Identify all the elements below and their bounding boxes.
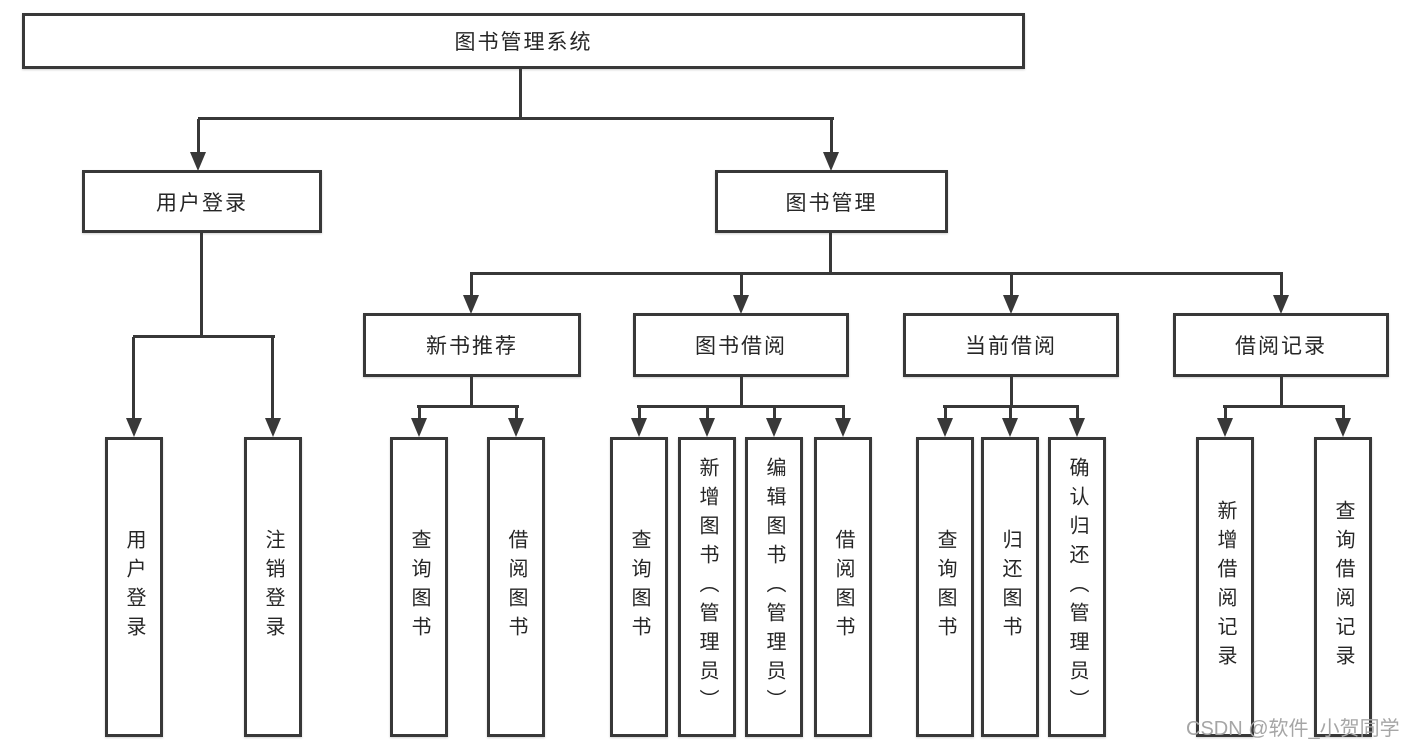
leaf-edit-books-admin: 编辑图书（管理员） bbox=[745, 437, 803, 737]
arrow-down-icon bbox=[411, 418, 427, 437]
arrow-down-icon bbox=[766, 418, 782, 437]
arrow-down-icon bbox=[1273, 295, 1289, 314]
connector-line bbox=[706, 407, 709, 419]
connector-line bbox=[1280, 274, 1283, 295]
node-label: 图书管理 bbox=[785, 191, 878, 215]
leaf-label: 归还图书 bbox=[999, 529, 1021, 645]
leaf-label: 编辑图书（管理员） bbox=[763, 456, 785, 718]
connector-line bbox=[515, 407, 518, 419]
leaf-search-books-recommend: 查询图书 bbox=[390, 437, 448, 737]
node-new-book-recommendation: 新书推荐 bbox=[363, 313, 581, 377]
arrow-down-icon bbox=[1002, 418, 1018, 437]
connector-line bbox=[1076, 407, 1079, 419]
arrow-down-icon bbox=[733, 295, 749, 314]
connector-line bbox=[470, 377, 473, 405]
connector-line bbox=[417, 405, 519, 408]
node-label: 新书推荐 bbox=[426, 335, 518, 358]
connector-line bbox=[1342, 407, 1345, 419]
leaf-confirm-return-admin: 确认归还（管理员） bbox=[1048, 437, 1106, 737]
leaf-borrow-books-recommend: 借阅图书 bbox=[487, 437, 545, 737]
connector-line bbox=[1224, 407, 1227, 419]
arrow-down-icon bbox=[937, 418, 953, 437]
node-borrowing-records: 借阅记录 bbox=[1173, 313, 1389, 377]
arrow-down-icon bbox=[463, 295, 479, 314]
arrow-down-icon bbox=[835, 418, 851, 437]
leaf-logout: 注销登录 bbox=[244, 437, 302, 737]
leaf-search-books-current: 查询图书 bbox=[916, 437, 974, 737]
connector-line bbox=[470, 274, 473, 295]
leaf-label: 确认归还（管理员） bbox=[1066, 456, 1088, 718]
leaf-search-books-borrowing: 查询图书 bbox=[610, 437, 668, 737]
leaf-label: 查询图书 bbox=[934, 529, 956, 645]
leaf-label: 查询图书 bbox=[628, 529, 650, 645]
leaf-label: 注销登录 bbox=[262, 529, 284, 645]
connector-line bbox=[470, 272, 1283, 275]
arrow-down-icon bbox=[265, 418, 281, 437]
connector-line bbox=[740, 377, 743, 405]
connector-line bbox=[197, 119, 200, 152]
arrow-down-icon bbox=[190, 152, 206, 171]
leaf-label: 用户登录 bbox=[123, 529, 145, 645]
node-label: 用户登录 bbox=[156, 191, 248, 215]
connector-line bbox=[829, 233, 832, 272]
connector-line bbox=[637, 405, 845, 408]
leaf-label: 借阅图书 bbox=[505, 529, 527, 645]
leaf-add-borrow-record: 新增借阅记录 bbox=[1196, 437, 1254, 737]
node-label: 图书管理系统 bbox=[454, 31, 593, 54]
arrow-down-icon bbox=[126, 418, 142, 437]
connector-line bbox=[773, 407, 776, 419]
arrow-down-icon bbox=[823, 152, 839, 171]
leaf-user-login: 用户登录 bbox=[105, 437, 163, 737]
connector-line bbox=[418, 407, 421, 419]
connector-line bbox=[842, 407, 845, 419]
node-book-borrowing: 图书借阅 bbox=[633, 313, 849, 377]
node-label: 借阅记录 bbox=[1235, 335, 1327, 358]
leaf-add-books-admin: 新增图书（管理员） bbox=[678, 437, 736, 737]
leaf-label: 新增借阅记录 bbox=[1214, 500, 1236, 674]
connector-line bbox=[519, 69, 522, 118]
leaf-label: 借阅图书 bbox=[832, 529, 854, 645]
leaf-label: 查询图书 bbox=[408, 529, 430, 645]
arrow-down-icon bbox=[699, 418, 715, 437]
leaf-label: 查询借阅记录 bbox=[1332, 500, 1354, 674]
node-book-management: 图书管理 bbox=[715, 170, 948, 233]
connector-line bbox=[1223, 405, 1345, 408]
connector-line bbox=[1280, 377, 1283, 405]
connector-line bbox=[638, 407, 641, 419]
arrow-down-icon bbox=[1335, 418, 1351, 437]
node-current-borrowing: 当前借阅 bbox=[903, 313, 1119, 377]
connector-line bbox=[1010, 274, 1013, 295]
connector-line bbox=[1009, 407, 1012, 419]
leaf-return-books: 归还图书 bbox=[981, 437, 1039, 737]
leaf-borrow-books: 借阅图书 bbox=[814, 437, 872, 737]
node-label: 图书借阅 bbox=[695, 335, 787, 358]
connector-line bbox=[271, 337, 274, 418]
arrow-down-icon bbox=[631, 418, 647, 437]
arrow-down-icon bbox=[1217, 418, 1233, 437]
connector-line bbox=[830, 119, 833, 152]
connector-line bbox=[132, 337, 135, 418]
connector-line bbox=[944, 407, 947, 419]
arrow-down-icon bbox=[508, 418, 524, 437]
leaf-label: 新增图书（管理员） bbox=[696, 456, 718, 718]
connector-line bbox=[133, 335, 275, 338]
csdn-watermark: CSDN @软件_小贺同学 bbox=[1186, 718, 1400, 740]
connector-line bbox=[198, 117, 834, 120]
arrow-down-icon bbox=[1003, 295, 1019, 314]
leaf-search-borrow-record: 查询借阅记录 bbox=[1314, 437, 1372, 737]
node-label: 当前借阅 bbox=[965, 335, 1057, 358]
connector-line bbox=[943, 405, 1079, 408]
connector-line bbox=[1010, 377, 1013, 405]
connector-line bbox=[200, 233, 203, 335]
node-user-login: 用户登录 bbox=[82, 170, 322, 233]
connector-line bbox=[740, 274, 743, 295]
node-library-management-system: 图书管理系统 bbox=[22, 13, 1025, 69]
arrow-down-icon bbox=[1069, 418, 1085, 437]
